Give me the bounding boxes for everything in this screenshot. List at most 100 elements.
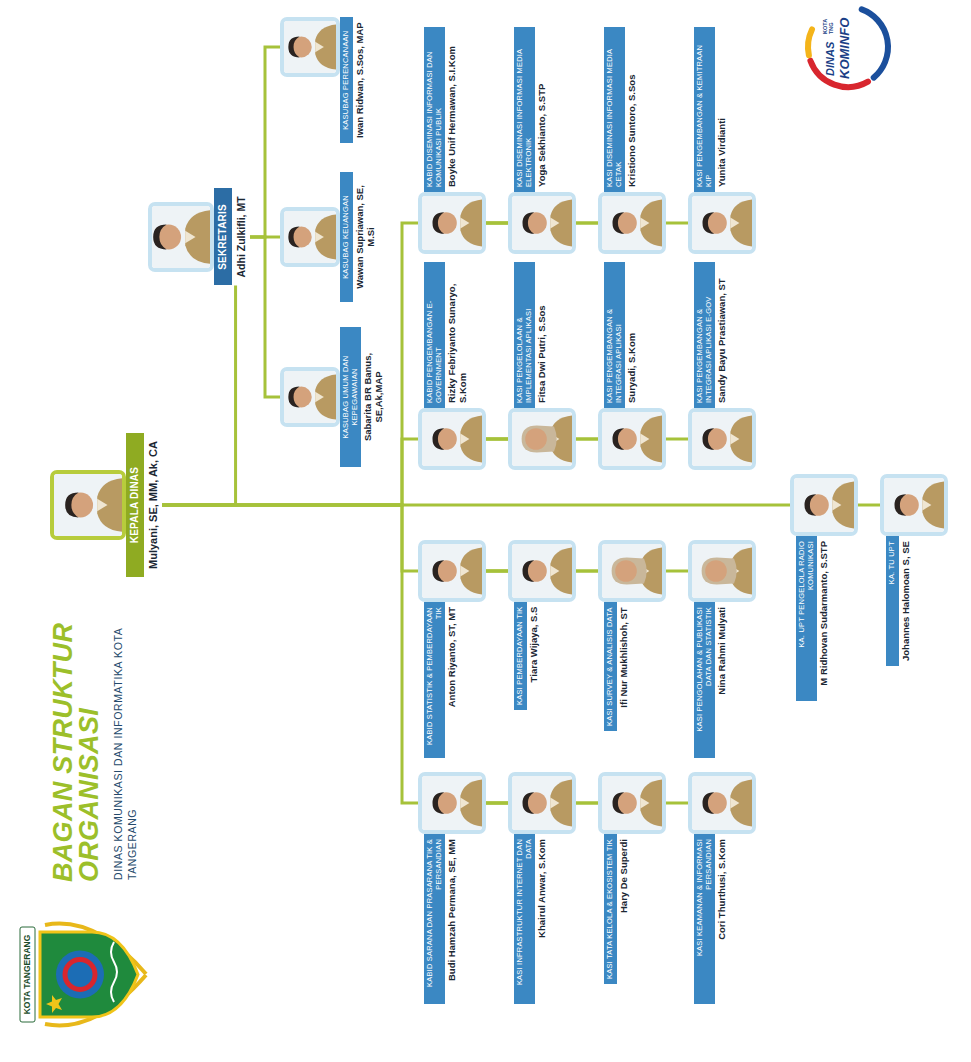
position-title: KASI PENGOLAHAN & PUBLIKASI DATA DAN STA… bbox=[694, 602, 715, 758]
name-label: KABID DISEMINASI INFORMASI DAN KOMUNIKAS… bbox=[424, 27, 460, 192]
portrait-body bbox=[730, 780, 752, 827]
emblem-star bbox=[46, 995, 62, 1013]
position-title: KASUBAG PERENCANAAN bbox=[340, 17, 353, 143]
portrait-body bbox=[550, 200, 572, 247]
label-holder: DINAS bbox=[824, 42, 836, 76]
staff-card: KA. UPT PENGELOLA RADIO KOMUNIKASIM Ridh… bbox=[790, 474, 858, 701]
portrait-ground bbox=[284, 371, 336, 423]
staff-card: KASI PEMBERDAYAAN TIKTiara Wijaya, S.S bbox=[508, 540, 576, 710]
staff-card: KASI DISEMINASI INFORMASI MEDIA CETAKKri… bbox=[598, 27, 666, 254]
staff-card: KASI TATA KELOLA & EKOSISTEM TIKHary De … bbox=[598, 772, 666, 984]
label-holder: DINAS KOMUNIKASI DAN INFORMATIKA KOTA TA… bbox=[112, 620, 139, 880]
portrait bbox=[422, 196, 482, 250]
portrait-body bbox=[550, 547, 572, 594]
portrait-hair bbox=[288, 387, 299, 408]
portrait-collar bbox=[640, 434, 649, 445]
position-title: KASI TATA KELOLA & EKOSISTEM TIK bbox=[604, 834, 617, 984]
portrait-ground bbox=[422, 412, 482, 466]
portrait-body bbox=[315, 25, 336, 70]
person-name: Nina Rahmi Mulyati bbox=[715, 602, 730, 758]
portrait-collar bbox=[730, 798, 739, 809]
position-title: KASI INFRASTRUKTUR INTERNET DAN DATA bbox=[514, 834, 535, 1004]
photo-frame bbox=[418, 408, 486, 470]
portrait-veil bbox=[522, 426, 557, 453]
org-connector bbox=[858, 504, 880, 507]
portrait-collar bbox=[460, 434, 469, 445]
emblem-waves bbox=[111, 942, 117, 1002]
org-connector bbox=[250, 237, 280, 397]
portrait-ground bbox=[692, 196, 752, 250]
photo-frame bbox=[418, 772, 486, 834]
person-name: Tiara Wijaya, S.S bbox=[527, 602, 542, 710]
name-label: KABID SARANA DAN PRASARANA TIK & PERSAND… bbox=[424, 834, 460, 1004]
portrait-body bbox=[730, 200, 752, 247]
name-label: KASI PENGEMBANGAN & INTEGRASI APLIKASISu… bbox=[604, 262, 640, 408]
portrait-collar bbox=[185, 231, 195, 243]
person-name: Suryadi, S.Kom bbox=[625, 262, 640, 408]
name-label: KA. UPT PENGELOLA RADIO KOMUNIKASIM Ridh… bbox=[796, 536, 832, 701]
name-label: KASI KEAMANAN & INFORMASI PERSANDIANCori… bbox=[694, 834, 730, 1004]
staff-card: KASI PENGEMBANGAN & INTEGRASI APLIKASISu… bbox=[598, 262, 666, 470]
photo-frame bbox=[148, 202, 214, 272]
person-name: Iwan Ridwan, S.Sos, MAP bbox=[353, 17, 368, 143]
portrait bbox=[602, 412, 662, 466]
person-name: Mulyani, SE, MM, Ak, CA bbox=[144, 433, 163, 577]
position-title: SEKRETARIS bbox=[214, 188, 232, 285]
staff-card: KASUBAG KEUANGANWawan Supriawan, SE, M.S… bbox=[280, 172, 378, 302]
org-connector bbox=[162, 505, 418, 571]
portrait bbox=[602, 776, 662, 830]
portrait bbox=[422, 776, 482, 830]
portrait-hair bbox=[523, 212, 535, 234]
portrait-collar bbox=[460, 798, 469, 809]
name-label: KASUBAG PERENCANAANIwan Ridwan, S.Sos, M… bbox=[340, 17, 368, 143]
portrait-ground bbox=[422, 196, 482, 250]
portrait bbox=[422, 544, 482, 598]
portrait-body bbox=[185, 210, 210, 264]
person-name: Sandy Bayu Prastiawan, ST bbox=[715, 262, 730, 408]
city-emblem bbox=[20, 924, 146, 1026]
portrait-hair bbox=[153, 225, 166, 250]
photo-frame bbox=[508, 408, 576, 470]
position-title: KA. TU UPT bbox=[886, 536, 899, 666]
position-title: KABID DISEMINASI INFORMASI DAN KOMUNIKAS… bbox=[424, 27, 445, 192]
portrait-ground bbox=[284, 21, 336, 73]
staff-card: KASUBAG UMUM DAN KEPEGAWAIANSabarita BR … bbox=[280, 327, 387, 467]
logo-arc bbox=[862, 9, 888, 77]
portrait-hair bbox=[613, 428, 625, 450]
staff-card: KASUBAG PERENCANAANIwan Ridwan, S.Sos, M… bbox=[280, 17, 368, 143]
emblem-disc bbox=[56, 951, 104, 999]
name-label: KABID PENGEMBANGAN E-GOVERNMENTRizky Feb… bbox=[424, 262, 471, 408]
portrait-body bbox=[640, 416, 662, 463]
portrait-hair bbox=[613, 212, 625, 234]
person-name: Fitsa Dwi Putri, S.Sos bbox=[535, 262, 550, 408]
staff-card: KASI PENGEMBANGAN & INTEGRASI APLIKASI E… bbox=[688, 262, 756, 470]
photo-frame bbox=[688, 408, 756, 470]
portrait-body bbox=[315, 214, 336, 259]
person-name: M Ridhovan Sudarmanto, S.STP bbox=[817, 536, 832, 701]
name-label: SEKRETARISAdhi Zulkifli, MT bbox=[214, 188, 250, 285]
name-label: KASI PENGELOLAAN & IMPLEMENTASI APLIKASI… bbox=[514, 262, 550, 408]
name-label: KASI DISEMINASI INFORMASI MEDIA CETAKKri… bbox=[604, 27, 640, 192]
person-name: Budi Hamzah Permana, SE, MM bbox=[445, 834, 460, 1004]
portrait bbox=[512, 544, 572, 598]
person-name: Hary De Superdi bbox=[617, 834, 632, 984]
person-name: Adhi Zulkifli, MT bbox=[232, 188, 250, 285]
person-name: Sabarita BR Banus, SE,Ak,MAP bbox=[361, 327, 387, 467]
staff-card: KASI SURVEY & ANALISIS DATAIfi Nur Mukhl… bbox=[598, 540, 666, 731]
portrait bbox=[692, 196, 752, 250]
portrait-hair bbox=[65, 493, 78, 518]
portrait-head bbox=[615, 561, 637, 583]
org-connector bbox=[162, 286, 235, 506]
photo-frame bbox=[418, 192, 486, 254]
portrait bbox=[692, 776, 752, 830]
photo-frame bbox=[280, 17, 340, 77]
label-holder: KOTA TANGERANG bbox=[20, 927, 35, 1022]
name-label: KASI DISEMINASI INFORMASI MEDIA ELEKTRON… bbox=[514, 27, 550, 192]
photo-frame bbox=[280, 207, 340, 267]
staff-card: KASI DISEMINASI INFORMASI MEDIA ELEKTRON… bbox=[508, 27, 576, 254]
portrait bbox=[602, 196, 662, 250]
portrait bbox=[794, 478, 854, 532]
name-label: KASI PEMBERDAYAAN TIKTiara Wijaya, S.S bbox=[514, 602, 542, 710]
portrait-ground bbox=[602, 544, 662, 598]
portrait-ground bbox=[602, 196, 662, 250]
